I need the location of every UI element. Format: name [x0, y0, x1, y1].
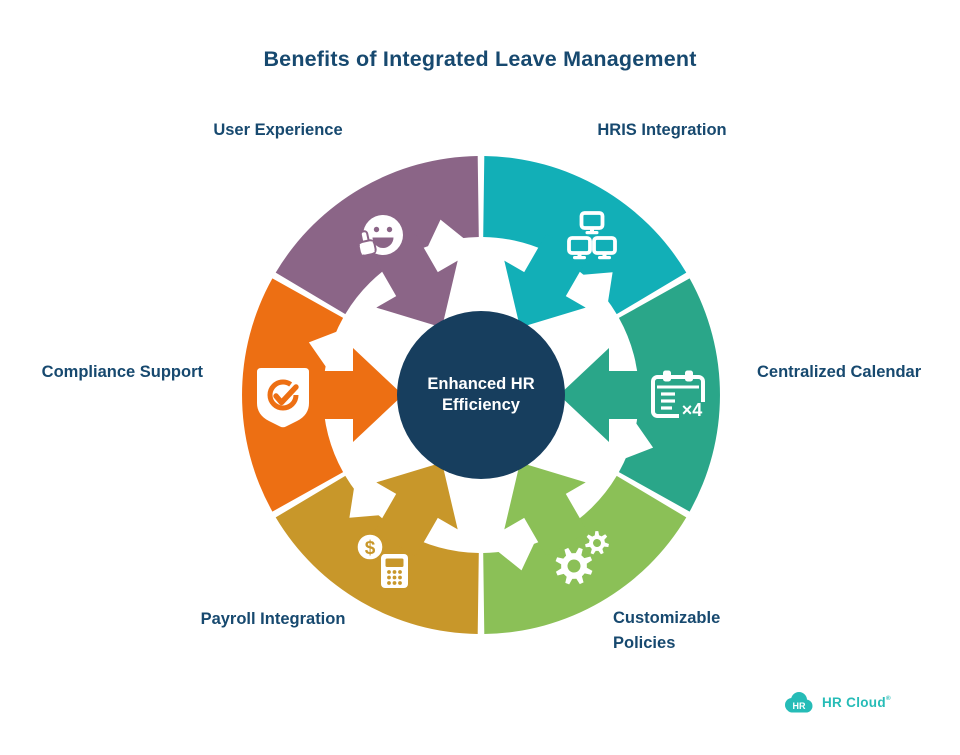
network-monitors-icon: [567, 211, 617, 260]
inward-arrow-centralized-calendar: [559, 348, 653, 442]
dollar-sign-text: $: [365, 538, 376, 559]
calendar-x4-icon: ×4: [651, 370, 707, 420]
inward-colored-arrows: [309, 234, 653, 556]
shield-check-icon: [257, 368, 309, 428]
hr-cloud-icon: HR: [785, 692, 813, 713]
smiley-thumbs-up-icon: [357, 215, 403, 257]
center-circle: [397, 311, 565, 479]
center-text-line2: Efficiency: [442, 396, 520, 414]
inward-arrow-user-experience: [374, 234, 458, 328]
label-centralized-calendar: Centralized Calendar: [757, 363, 922, 381]
segment-customizable-policies: [483, 475, 687, 634]
dollar-calculator-icon: $: [355, 532, 408, 588]
logo-name: HR Cloud®: [822, 695, 891, 710]
center-text: Enhanced HR Efficiency: [406, 374, 556, 416]
logo-badge-text: HR: [793, 701, 806, 711]
gears-icon: [555, 531, 609, 585]
inward-arrow-payroll-integration: [374, 462, 458, 556]
label-compliance-support: Compliance Support: [41, 363, 203, 381]
label-payroll-integration: Payroll Integration: [200, 610, 346, 628]
segment-hris-integration: [483, 156, 687, 315]
center-text-line1: Enhanced HR: [427, 375, 535, 393]
hr-cloud-logo: HR HR Cloud®: [782, 690, 891, 715]
logo-trademark: ®: [885, 695, 891, 702]
logo-name-text: HR Cloud: [822, 695, 886, 710]
calendar-x4-text: ×4: [682, 400, 703, 420]
inward-arrow-customizable-policies: [504, 462, 588, 556]
label-hris-integration: HRIS Integration: [597, 121, 727, 139]
label-user-experience: User Experience: [213, 121, 343, 139]
page-title: Benefits of Integrated Leave Management: [263, 47, 697, 71]
label-customizable-policies: Customizable Policies: [613, 609, 721, 652]
inward-arrow-hris-integration: [504, 234, 588, 328]
inward-arrow-compliance-support: [309, 348, 403, 442]
